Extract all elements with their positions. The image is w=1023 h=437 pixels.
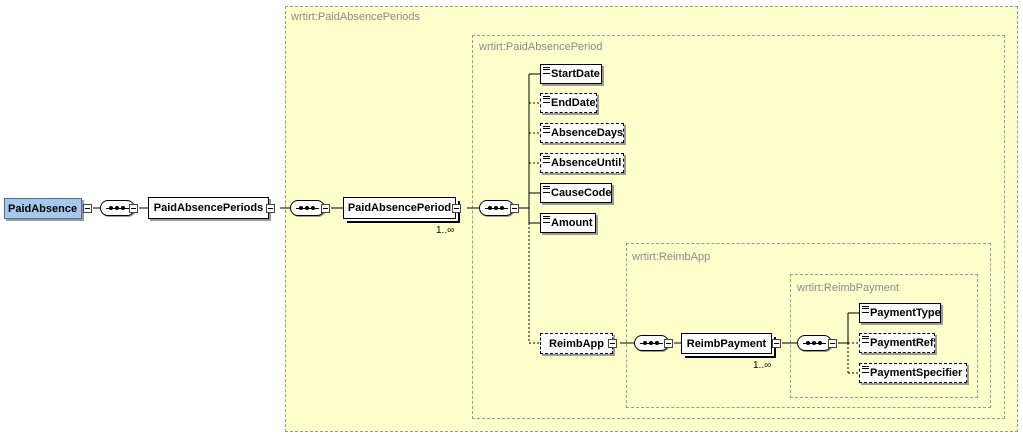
element-payment-type-label: PaymentType (870, 307, 941, 319)
element-payment-type[interactable]: PaymentType (859, 303, 941, 323)
element-paid-absence-label: PaidAbsence (8, 202, 78, 215)
sequence-compositor-icon[interactable] (290, 200, 325, 216)
collapse-icon[interactable] (828, 339, 837, 348)
element-icon (543, 186, 550, 193)
element-absence-days[interactable]: AbsenceDays (540, 123, 624, 143)
element-end-date[interactable]: EndDate (540, 93, 597, 113)
element-payment-ref[interactable]: PaymentRef (859, 333, 935, 353)
element-icon (543, 216, 550, 223)
type-box-reimb-app (626, 243, 991, 408)
sequence-compositor-icon[interactable] (797, 335, 832, 351)
type-box-paid-absence-periods (285, 6, 1018, 432)
element-reimb-payment-label: ReimbPayment (686, 337, 767, 350)
collapse-icon[interactable] (129, 204, 138, 213)
collapse-icon[interactable] (452, 204, 461, 213)
element-amount-label: Amount (551, 217, 593, 229)
collapse-icon[interactable] (321, 204, 330, 213)
element-payment-specifier[interactable]: PaymentSpecifier (859, 363, 967, 383)
element-payment-specifier-label: PaymentSpecifier (870, 367, 963, 379)
multiplicity-label: 1..∞ (753, 360, 772, 371)
element-reimb-payment[interactable]: ReimbPayment (681, 333, 772, 354)
element-paid-absence-periods-label: PaidAbsencePeriods (153, 202, 264, 214)
element-icon (862, 366, 869, 373)
type-label-paid-absence-periods: wrtirt:PaidAbsencePeriods (291, 11, 421, 23)
multiplicity-label: 1..∞ (436, 225, 455, 236)
collapse-icon[interactable] (664, 339, 673, 348)
collapse-icon[interactable] (266, 204, 275, 213)
element-start-date[interactable]: StartDate (540, 64, 602, 84)
type-box-reimb-payment (790, 274, 978, 398)
element-icon (543, 67, 550, 74)
type-label-reimb-payment: wrtirt:ReimbPayment (797, 282, 900, 294)
element-payment-ref-label: PaymentRef (870, 337, 934, 349)
element-cause-code[interactable]: CauseCode (540, 183, 612, 203)
element-reimb-app[interactable]: ReimbApp (540, 333, 613, 354)
type-label-reimb-app: wrtirt:ReimbApp (632, 251, 711, 263)
element-end-date-label: EndDate (551, 97, 596, 109)
element-icon (862, 336, 869, 343)
element-absence-days-label: AbsenceDays (551, 127, 624, 139)
element-paid-absence-periods[interactable]: PaidAbsencePeriods (148, 197, 269, 219)
collapse-icon[interactable] (608, 339, 617, 348)
element-icon (862, 306, 869, 313)
element-icon (543, 156, 550, 163)
collapse-icon[interactable] (772, 339, 781, 348)
element-absence-until[interactable]: AbsenceUntil (540, 153, 624, 173)
element-reimb-app-label: ReimbApp (549, 337, 604, 350)
element-paid-absence-period-label: PaidAbsencePeriod (347, 202, 452, 214)
element-icon (543, 96, 550, 103)
type-label-paid-absence-period: wrtirt:PaidAbsencePeriod (479, 41, 603, 53)
sequence-compositor-icon[interactable] (479, 200, 514, 216)
element-cause-code-label: CauseCode (551, 187, 612, 199)
element-amount[interactable]: Amount (540, 213, 596, 233)
element-start-date-label: StartDate (551, 68, 600, 80)
type-box-paid-absence-period (472, 35, 1005, 419)
element-paid-absence[interactable]: PaidAbsence (4, 198, 82, 219)
element-absence-until-label: AbsenceUntil (551, 157, 622, 169)
collapse-icon[interactable] (83, 204, 92, 213)
element-paid-absence-period[interactable]: PaidAbsencePeriod (343, 197, 456, 219)
element-icon (543, 126, 550, 133)
collapse-icon[interactable] (510, 204, 519, 213)
